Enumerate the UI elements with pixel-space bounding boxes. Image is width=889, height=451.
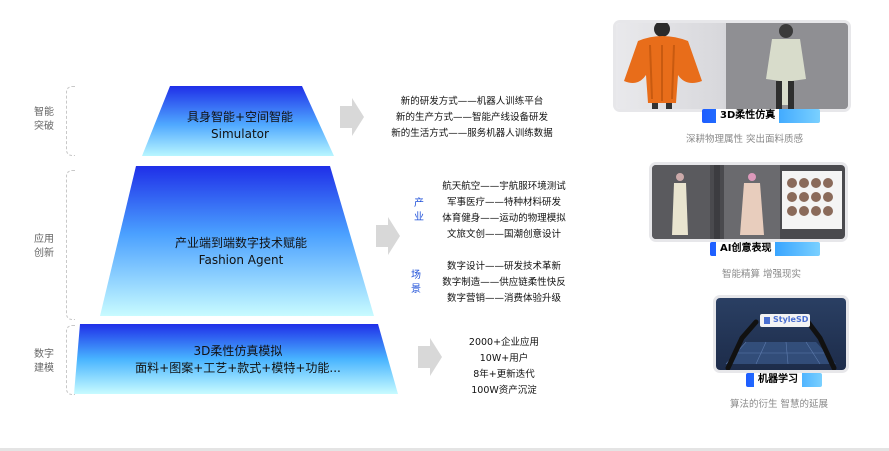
brace-bottom [66,325,75,395]
scenario-description: 数字设计——研发技术革新 数字制造——供应链柔性快反 数字营销——消费体验升级 [428,259,580,307]
industry-line: 文旅文创——国潮创意设计 [446,229,561,240]
industry-label: 产业 [414,198,424,223]
arrow-right-icon [340,98,364,136]
tier-bottom-text: 3D柔性仿真模拟 面料+图案+工艺+款式+模特+功能... [72,343,404,377]
card2-subtitle: 智能精算 增强现实 [722,269,802,280]
stylesd-logo: StyleSD [773,315,809,324]
scenario-label: 场景 [411,270,421,295]
label-digital-modeling: 数字建模 [34,349,54,374]
card-cloth-simulation [616,23,848,109]
group1-line: 新的生活方式——服务机器人训练数据 [391,128,553,139]
scenario-line: 数字营销——消费体验升级 [446,293,561,304]
scenario-line: 数字设计——研发技术革新 [446,261,561,272]
group1-line: 新的生产方式——智能产线设备研发 [395,112,548,123]
brace-middle [66,170,75,320]
tier-bottom-shape [74,324,398,394]
tier-top-subtitle: Simulator [211,127,269,141]
brace-top [66,86,75,156]
card-ai-creative [652,165,845,239]
tier-bottom-title: 3D柔性仿真模拟 [193,344,283,358]
orange-sweater-figure [624,23,848,109]
ai-fashion-panels [652,165,842,239]
card1-caption: 3D柔性仿真 [716,109,780,123]
industry-description: 航天航空——宇航服环境测试 军事医疗——特种材料研发 体育健身——运动的物理模拟… [428,179,580,243]
tier-middle-text: 产业端到端数字技术赋能 Fashion Agent [98,235,384,269]
tier-middle-title: 产业端到端数字技术赋能 [174,236,307,250]
group3-line: 10W+用户 [479,353,529,364]
card3-caption: 机器学习 [754,373,802,387]
label-application-innovation: 应用创新 [34,234,54,259]
arrow-right-icon [376,217,400,255]
group3-line: 100W资产沉淀 [471,385,537,396]
tier-top-title: 具身智能+空间智能 [186,110,294,124]
card1-subtitle: 深耕物理属性 突出面料质感 [686,134,804,145]
card2-caption: AI创意表现 [716,242,776,256]
tier-top-text: 具身智能+空间智能 Simulator [140,109,340,143]
scenario-line: 数字制造——供应链柔性快反 [442,277,566,288]
group3-line: 8年+更新迭代 [473,369,535,380]
card-machine-learning: StyleSD [716,298,846,370]
group1-line: 新的研发方式——机器人训练平台 [400,96,544,107]
bottom-divider [0,448,889,451]
tier-middle-subtitle: Fashion Agent [198,253,284,267]
tier-top-shape [142,86,334,156]
industry-line: 体育健身——运动的物理模拟 [442,213,566,224]
label-intelligence-breakthrough: 智能突破 [34,107,54,132]
group3-line: 2000+企业应用 [468,337,540,348]
group1-description: 新的研发方式——机器人训练平台 新的生产方式——智能产线设备研发 新的生活方式—… [374,94,570,142]
tier-middle-shape [100,166,374,316]
industry-line: 军事医疗——特种材料研发 [446,197,561,208]
robot-arms-scene [725,314,837,370]
tier-bottom-subtitle: 面料+图案+工艺+款式+模特+功能... [135,361,341,375]
group3-description: 2000+企业应用 10W+用户 8年+更新迭代 100W资产沉淀 [448,335,560,399]
card3-subtitle: 算法的衍生 智慧的延展 [730,399,829,410]
arrow-right-icon [418,338,442,376]
industry-line: 航天航空——宇航服环境测试 [442,181,566,192]
